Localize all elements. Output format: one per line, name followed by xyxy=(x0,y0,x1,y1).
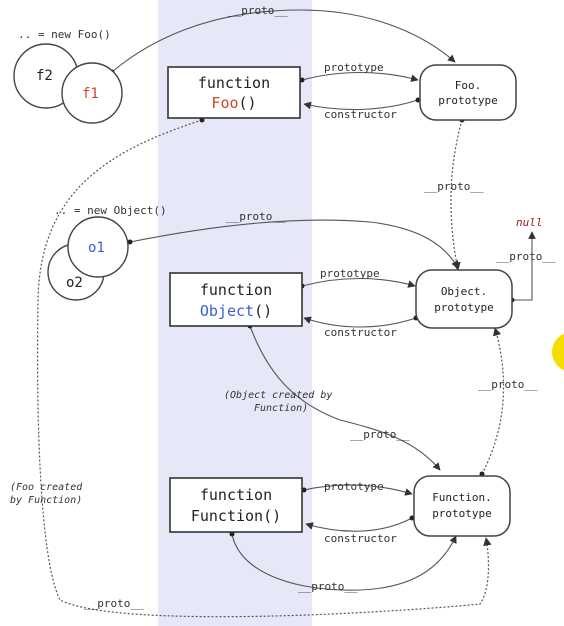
foo-prototype-proto-link: __proto__ xyxy=(424,117,484,271)
o1-proto-link: __proto__ xyxy=(127,210,459,269)
foo-parens: () xyxy=(239,94,257,112)
foo-prototype-node: Foo. prototype xyxy=(419,64,517,121)
foo-constructor-link: constructor xyxy=(303,97,421,121)
function-prototype-link: prototype xyxy=(301,480,413,496)
function-function-box: function Function() xyxy=(169,477,303,533)
object-created-note-line2: Function) xyxy=(254,403,308,414)
object-name: Object xyxy=(200,302,254,320)
foo-prototype-line1: Foo. xyxy=(455,79,482,92)
proto-label: __proto__ xyxy=(478,378,538,391)
function-keyword: function xyxy=(200,486,272,504)
function-foo-box: function Foo() xyxy=(167,66,301,119)
function-object-box: function Object() xyxy=(169,272,303,327)
f1-label: f1 xyxy=(82,86,99,102)
object-prototype-line1: Object. xyxy=(441,285,487,298)
foo-prototype-link: prototype xyxy=(299,61,419,83)
function-constructor-link: constructor xyxy=(305,515,415,545)
proto-label: __proto__ xyxy=(228,4,288,17)
proto-label: __proto__ xyxy=(350,428,410,441)
function-prototype-node: Function. prototype xyxy=(413,475,511,537)
foo-created-note-line1: (Foo created xyxy=(10,482,83,493)
prototype-label: prototype xyxy=(324,61,384,74)
prototype-label: prototype xyxy=(324,480,384,493)
object-constructor-link: constructor xyxy=(303,315,419,339)
null-label: null xyxy=(516,216,543,229)
function-prototype-line1: Function. xyxy=(432,491,492,504)
function-prototype-line2: prototype xyxy=(432,507,492,520)
proto-label: __proto__ xyxy=(84,597,144,610)
o1-bubble xyxy=(67,216,129,278)
constructor-label: constructor xyxy=(324,326,397,339)
object-parens: () xyxy=(254,302,272,320)
f1-bubble xyxy=(61,62,123,124)
prototype-label: prototype xyxy=(320,267,380,280)
foo-name: Foo xyxy=(211,94,238,112)
object-signature: Object() xyxy=(200,302,272,320)
object-prototype-link: prototype xyxy=(299,267,416,289)
proto-label: __proto__ xyxy=(298,580,358,593)
constructor-label: constructor xyxy=(324,532,397,545)
proto-label: __proto__ xyxy=(226,210,286,223)
o2-label: o2 xyxy=(66,275,83,291)
function-keyword: function xyxy=(200,281,272,299)
foo-signature: Foo() xyxy=(211,94,256,112)
function-proto-link: __proto__ xyxy=(229,531,457,593)
proto-label: __proto__ xyxy=(496,250,556,263)
o1-label: o1 xyxy=(88,240,105,256)
foo-created-note-line2: by Function) xyxy=(10,495,82,506)
function-prototype-proto-link: __proto__ xyxy=(478,327,538,477)
new-foo-expression: .. = new Foo() xyxy=(18,28,111,41)
object-prototype-node: Object. prototype xyxy=(415,269,513,329)
object-prototype-line2: prototype xyxy=(434,301,494,314)
constructor-label: constructor xyxy=(324,108,397,121)
function-keyword: function xyxy=(198,74,270,92)
object-created-note-line1: (Object created by xyxy=(224,390,332,401)
proto-label: __proto__ xyxy=(424,180,484,193)
foo-prototype-line2: prototype xyxy=(438,94,498,107)
new-object-expression: .. = new Object() xyxy=(54,204,167,217)
function-signature: Function() xyxy=(191,507,281,525)
f2-label: f2 xyxy=(36,68,53,84)
cursor-highlight xyxy=(552,333,564,371)
